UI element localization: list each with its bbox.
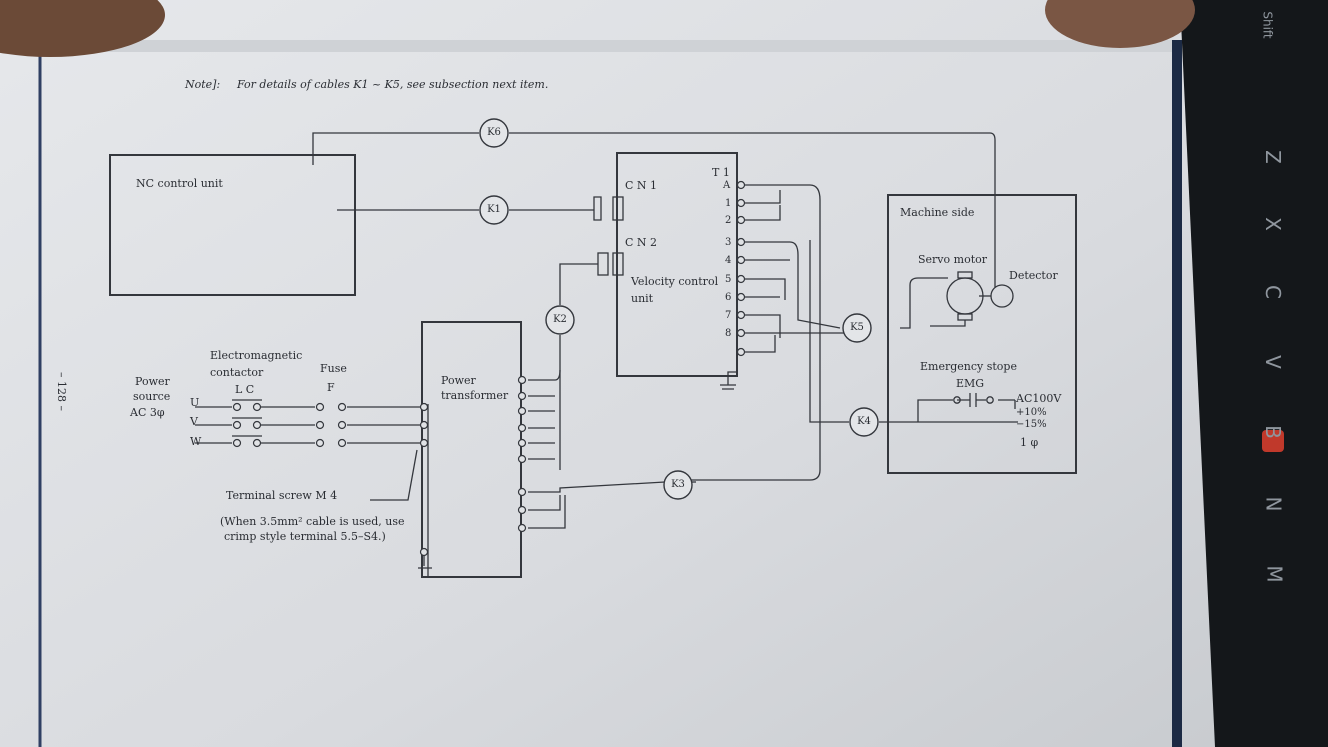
cable-k6-label: K6	[487, 127, 501, 138]
velocity-title-line1: Velocity control	[631, 275, 719, 288]
machine-side-box	[887, 194, 1077, 474]
minus15-label: −15%	[1016, 419, 1047, 430]
cable-k3-label: K3	[671, 479, 685, 490]
paper-sheet	[0, 0, 1215, 747]
cable-k2-symbol	[545, 305, 575, 335]
f-label: F	[327, 381, 335, 394]
power-transformer-box	[421, 321, 522, 578]
lc-label: L C	[235, 383, 255, 396]
cable-k1-label: K1	[487, 204, 501, 215]
ac100v-label: AC100V	[1016, 392, 1062, 405]
cable-k1-symbol	[479, 195, 509, 225]
key-v: V	[1260, 355, 1285, 369]
key-n: N	[1261, 496, 1286, 512]
power-transformer-line2: transformer	[441, 389, 509, 402]
nc-control-unit-box	[109, 154, 356, 296]
cable-k6-symbol	[479, 118, 509, 148]
note-prefix: Note]:	[185, 78, 221, 91]
fuse-label: Fuse	[320, 362, 347, 375]
terminal-label-1: 1	[725, 198, 732, 209]
red-key-highlight	[1262, 430, 1284, 452]
one-phase-label: 1 φ	[1020, 436, 1039, 449]
key-b: B	[1260, 425, 1285, 439]
cn1-label: C N 1	[625, 179, 658, 192]
terminal-label-8: 8	[725, 328, 732, 339]
key-x: X	[1260, 217, 1285, 231]
cable-k4-label: K4	[857, 416, 871, 427]
cable-k5-label: K5	[850, 322, 864, 333]
key-c: C	[1260, 285, 1285, 299]
emergency-stop-label: Emergency stope	[920, 360, 1017, 373]
power-source-line2: source	[133, 390, 171, 403]
terminal-label-2: 2	[725, 215, 732, 226]
terminal-label-3: 3	[725, 237, 732, 248]
velocity-title-line2: unit	[631, 292, 654, 305]
cn2-label: C N 2	[625, 236, 658, 249]
phase-w-label: W	[190, 435, 202, 448]
phase-v-label: V	[190, 415, 198, 428]
terminal-label-6: 6	[725, 292, 732, 303]
terminal-label-a: A	[723, 180, 731, 191]
machine-side-label: Machine side	[900, 206, 975, 219]
phase-u-label: U	[190, 396, 200, 409]
electromagnetic-line2: contactor	[210, 366, 264, 379]
plus10-label: +10%	[1016, 407, 1047, 418]
cable-k3-symbol	[663, 470, 693, 500]
finger-left	[0, 0, 165, 57]
t1-label: T 1	[712, 166, 730, 179]
emg-label: EMG	[956, 377, 985, 390]
cable-k4-symbol	[849, 407, 879, 437]
electromagnetic-line1: Electromagnetic	[210, 349, 303, 362]
power-source-line1: Power	[135, 375, 170, 388]
terminal-screw-label: Terminal screw M 4	[226, 489, 338, 502]
finger-right	[1045, 0, 1195, 48]
key-m: M	[1262, 565, 1287, 583]
servo-motor-label: Servo motor	[918, 253, 987, 266]
velocity-control-unit-box	[616, 152, 738, 377]
nc-control-unit-label: NC control unit	[136, 177, 223, 190]
detector-label: Detector	[1009, 269, 1058, 282]
terminal-label-7: 7	[725, 310, 732, 321]
when-note-line1: (When 3.5mm² cable is used, use	[220, 515, 405, 528]
when-note-line2: crimp style terminal 5.5–S4.)	[224, 530, 386, 543]
key-shift: Shift	[1260, 11, 1275, 39]
cable-k2-label: K2	[553, 314, 567, 325]
terminal-label-5: 5	[725, 274, 732, 285]
power-source-line3: AC 3φ	[130, 406, 165, 419]
page-number: – 128 –	[55, 372, 68, 411]
terminal-label-4: 4	[725, 255, 732, 266]
cable-k5-symbol	[842, 313, 872, 343]
key-z: Z	[1260, 150, 1285, 164]
power-transformer-line1: Power	[441, 374, 476, 387]
note-text: For details of cables K1 ~ K5, see subse…	[237, 78, 549, 91]
